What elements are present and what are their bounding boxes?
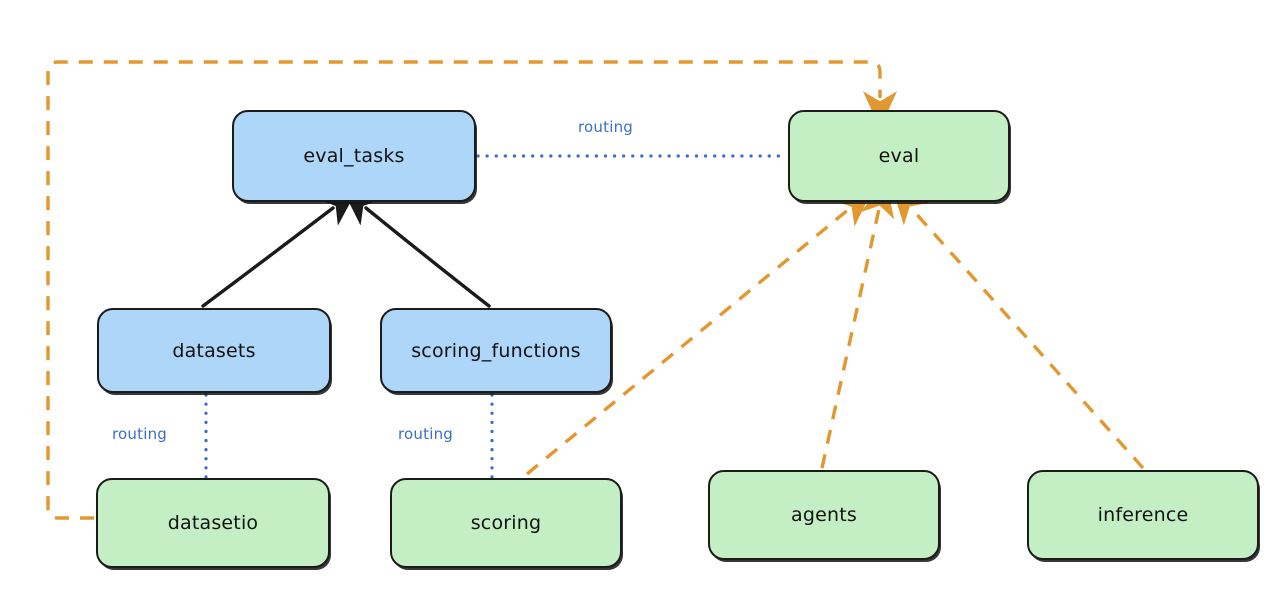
edge-datasets-to-eval-tasks bbox=[201, 189, 358, 308]
edge-label-routing-scoring-functions-scoring: routing bbox=[398, 425, 453, 443]
node-eval-tasks-label: eval_tasks bbox=[303, 145, 405, 167]
edge-label-routing-datasets-datasetio: routing bbox=[112, 425, 167, 443]
node-inference[interactable]: inference bbox=[1027, 470, 1259, 560]
node-eval[interactable]: eval bbox=[788, 110, 1010, 202]
node-scoring-functions-label: scoring_functions bbox=[411, 339, 581, 362]
node-scoring-label: scoring bbox=[470, 512, 542, 534]
edge-label-routing-eval-tasks-eval: routing bbox=[578, 118, 633, 136]
node-eval-tasks[interactable]: eval_tasks bbox=[232, 110, 476, 202]
node-datasetio[interactable]: datasetio bbox=[96, 478, 330, 568]
node-inference-label: inference bbox=[1097, 504, 1189, 526]
node-scoring-functions[interactable]: scoring_functions bbox=[380, 308, 612, 393]
node-datasets-label: datasets bbox=[172, 339, 256, 362]
edge-scoring-to-eval bbox=[525, 189, 873, 476]
edge-scoring-functions-to-eval-tasks bbox=[342, 188, 491, 308]
edge-inference-to-eval bbox=[891, 186, 1145, 470]
node-datasets[interactable]: datasets bbox=[97, 308, 331, 393]
edge-agents-to-eval bbox=[820, 179, 895, 469]
node-eval-label: eval bbox=[878, 145, 920, 167]
node-agents-label: agents bbox=[791, 504, 857, 526]
node-scoring[interactable]: scoring bbox=[390, 478, 622, 568]
node-datasetio-label: datasetio bbox=[167, 512, 259, 534]
node-agents[interactable]: agents bbox=[708, 470, 940, 560]
